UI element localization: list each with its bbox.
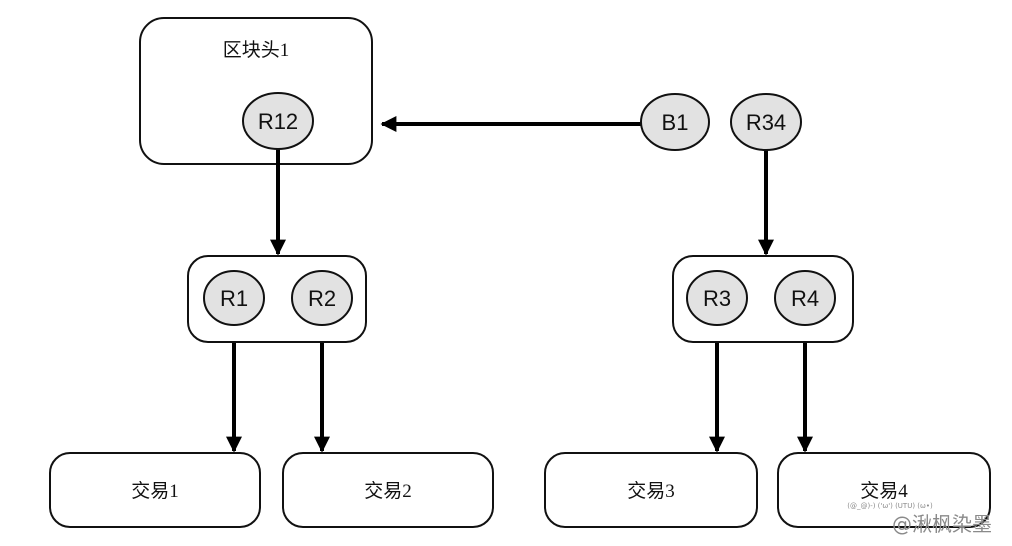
svg-text:R3: R3 [703, 286, 731, 311]
svg-text:交易2: 交易2 [364, 480, 412, 502]
node-r2: R2 [291, 270, 353, 326]
svg-text:交易4: 交易4 [860, 480, 908, 502]
watermark-kaomoji: (@_@)-) ('ω') (UTU) (ω•) [847, 502, 933, 510]
svg-text:交易1: 交易1 [131, 480, 179, 502]
svg-text:R4: R4 [791, 286, 819, 311]
node-r3: R3 [686, 270, 748, 326]
node-r4: R4 [774, 270, 836, 326]
transaction-1: 交易1 [49, 452, 261, 528]
watermark-text: @湫枫染墨 [892, 512, 992, 536]
transaction-4: 交易4 [777, 452, 991, 528]
transaction-2: 交易2 [282, 452, 494, 528]
svg-text:R12: R12 [258, 109, 298, 134]
block-header-label: 区块头1 [223, 39, 290, 61]
svg-text:B1: B1 [662, 110, 689, 135]
watermark: (@_@)-) ('ω') (UTU) (ω•) @湫枫染墨 [847, 502, 992, 536]
svg-text:R34: R34 [746, 110, 786, 135]
node-r12: R12 [242, 92, 314, 150]
block-header-box: 区块头1 [139, 17, 373, 165]
svg-text:R1: R1 [220, 286, 248, 311]
node-r34: R34 [730, 93, 802, 151]
transaction-3: 交易3 [544, 452, 758, 528]
svg-text:交易3: 交易3 [627, 480, 675, 502]
node-b1: B1 [640, 93, 710, 151]
svg-text:R2: R2 [308, 286, 336, 311]
node-r1: R1 [203, 270, 265, 326]
